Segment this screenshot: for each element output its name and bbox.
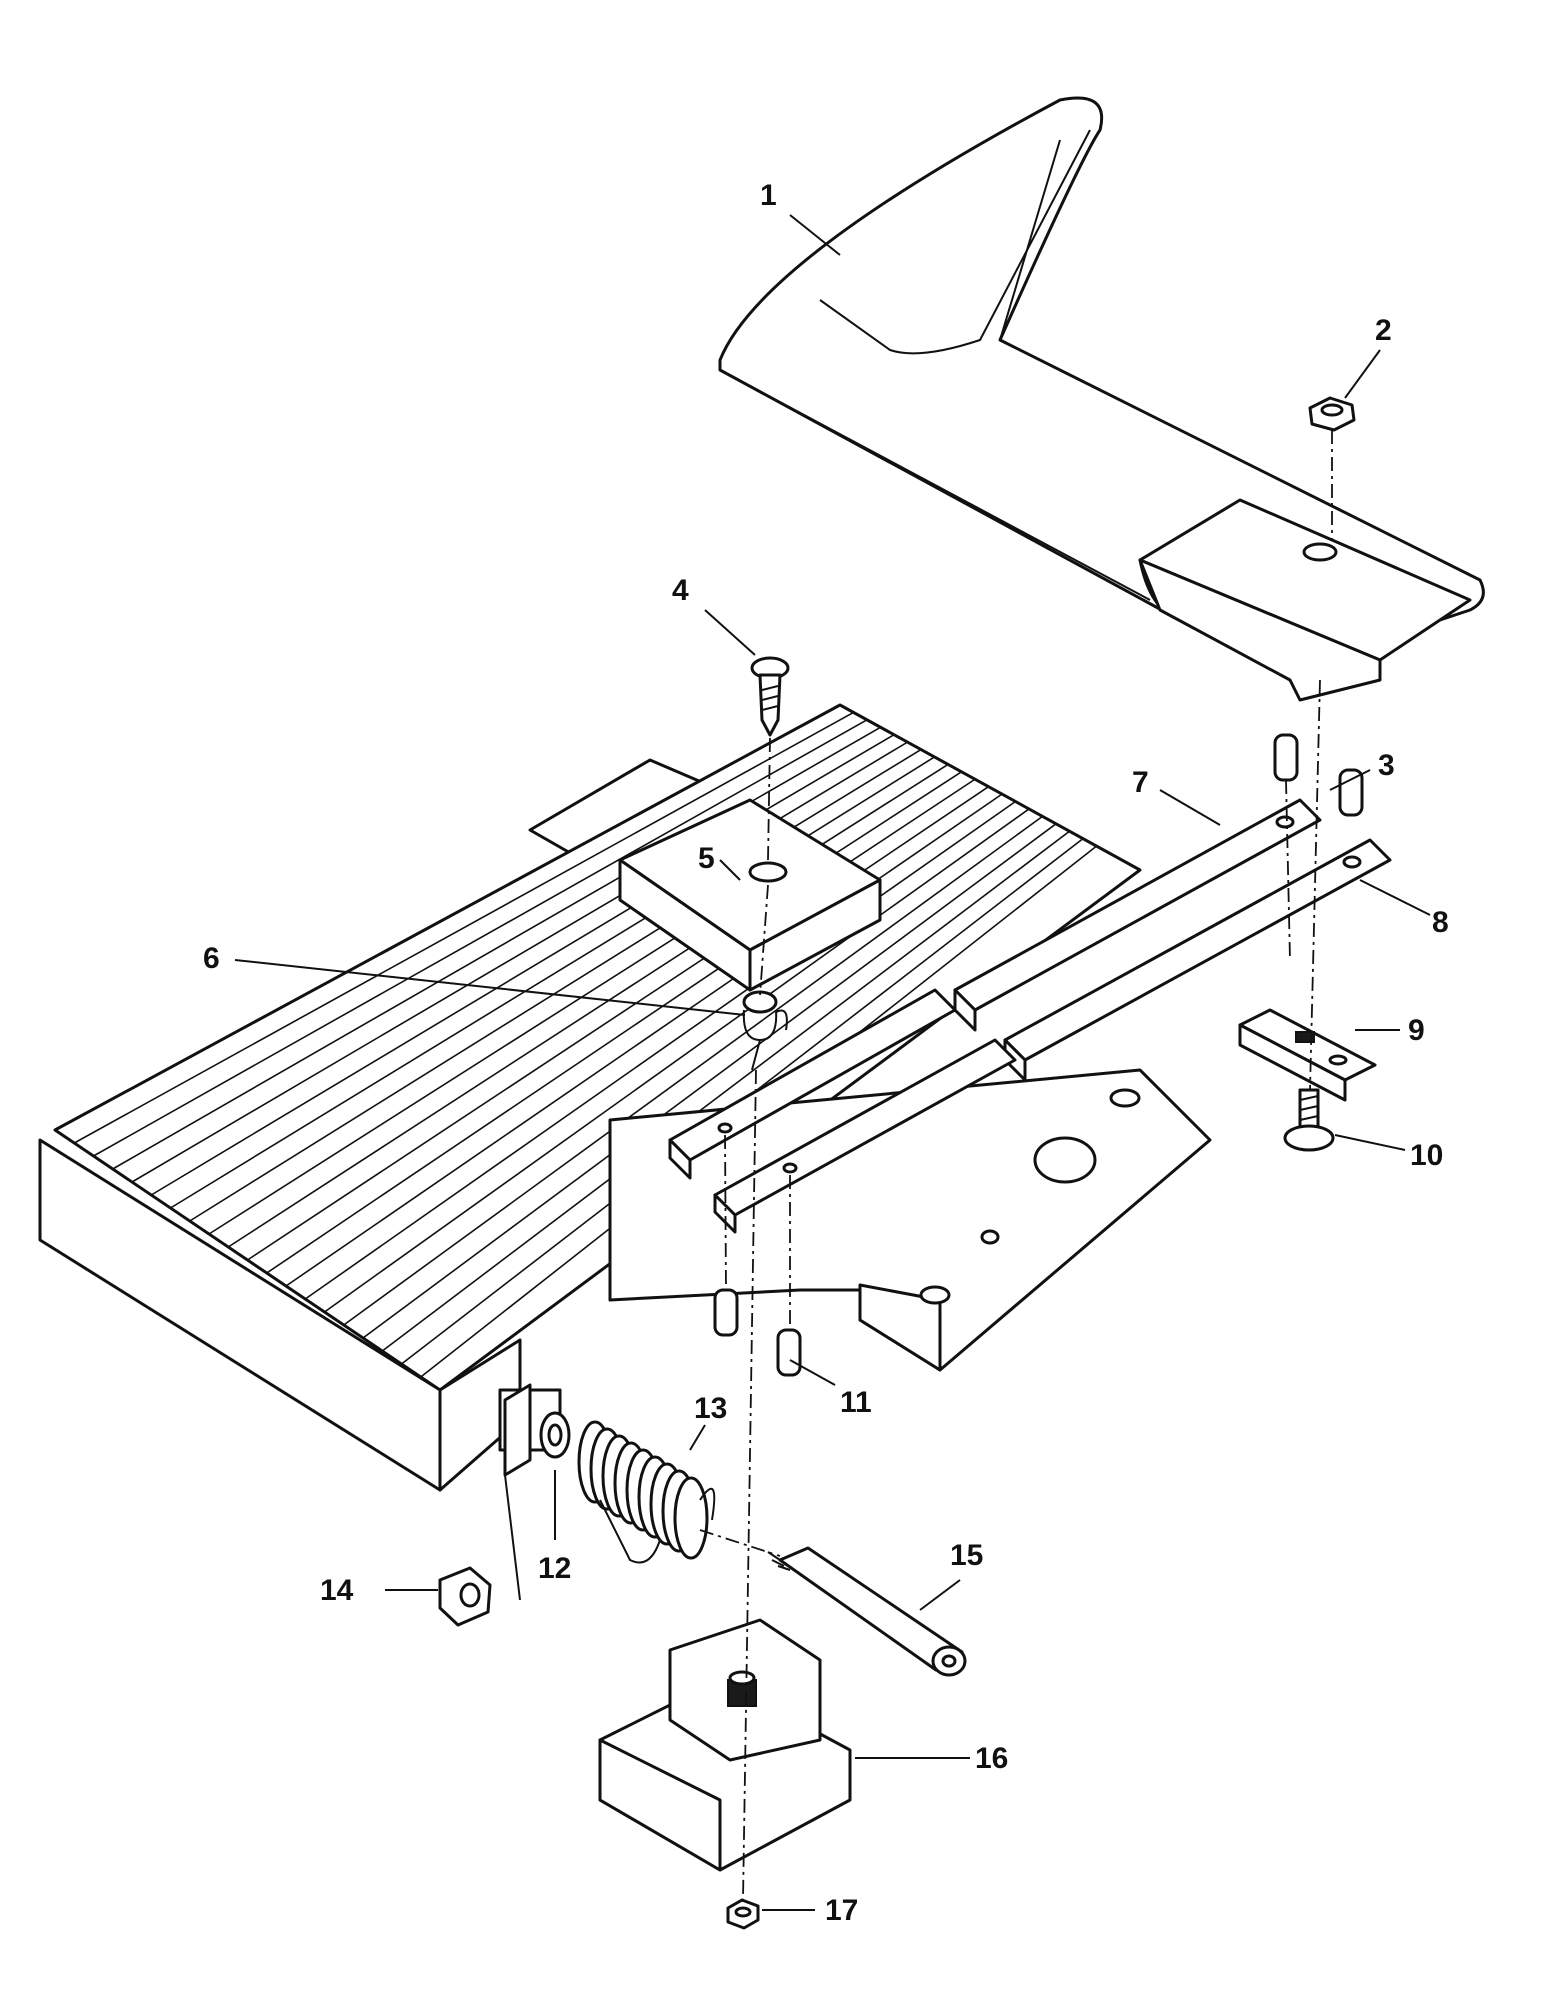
plate-groove — [343, 815, 1043, 1326]
callout-12: 12 — [538, 1552, 571, 1585]
plate-groove — [285, 793, 1003, 1287]
part-10-bolt — [1283, 1088, 1335, 1152]
washer — [539, 1411, 571, 1459]
plate-groove — [73, 711, 854, 1144]
plate-groove — [208, 763, 949, 1235]
part-12-bracket-tab — [503, 1383, 532, 1601]
plate-groove — [362, 823, 1057, 1339]
plate-groove — [189, 756, 935, 1222]
callout-10: 10 — [1410, 1139, 1443, 1172]
plate-groove — [93, 719, 868, 1157]
spring-coil — [673, 1476, 709, 1560]
callout-16: 16 — [975, 1742, 1008, 1775]
part-2-nut — [1308, 396, 1356, 432]
plate-groove — [304, 800, 1016, 1300]
part-1-fence — [718, 96, 1485, 702]
plate-groove — [227, 771, 962, 1248]
part-17-small-nut — [726, 1898, 760, 1930]
callout-9: 9 — [1408, 1014, 1425, 1047]
plate-groove — [170, 748, 922, 1209]
callout-11: 11 — [840, 1386, 872, 1419]
assembly-axes — [699, 430, 1333, 1901]
part-4-screw — [750, 656, 790, 737]
part-15-shaft — [767, 1546, 967, 1677]
callout-1: 1 — [760, 179, 777, 212]
callout-15: 15 — [950, 1539, 983, 1572]
callout-7: 7 — [1132, 766, 1149, 799]
part-14-hex-nut — [438, 1566, 492, 1627]
leader-lines — [234, 214, 1431, 1911]
part-13-extension-spring — [577, 1420, 716, 1564]
part-16-base-block — [598, 1618, 852, 1872]
callout-3: 3 — [1378, 749, 1395, 782]
callout-5: 5 — [698, 842, 715, 875]
callouts: 1 2 3 4 5 6 7 8 9 10 11 12 13 14 15 16 1… — [203, 179, 1449, 1927]
callout-14: 14 — [320, 1574, 354, 1607]
callout-4: 4 — [672, 574, 689, 607]
callout-2: 2 — [1375, 314, 1392, 347]
plate-groove — [324, 808, 1030, 1313]
spring-hook — [599, 1487, 716, 1564]
slide-bars — [668, 798, 1392, 1234]
plate-groove — [266, 786, 989, 1274]
callout-8: 8 — [1432, 906, 1449, 939]
plate-groove — [381, 830, 1070, 1352]
mounting-bracket — [608, 1068, 1212, 1372]
dowel-pins — [713, 733, 1364, 1377]
part-6-torsion-spring — [742, 990, 788, 1071]
callout-6: 6 — [203, 942, 220, 975]
part-9-clamp-plate — [1238, 1008, 1377, 1102]
plate-groove — [247, 778, 976, 1261]
callout-13: 13 — [694, 1392, 727, 1425]
callout-17: 17 — [825, 1894, 858, 1927]
part-5-cap-block — [618, 798, 882, 992]
